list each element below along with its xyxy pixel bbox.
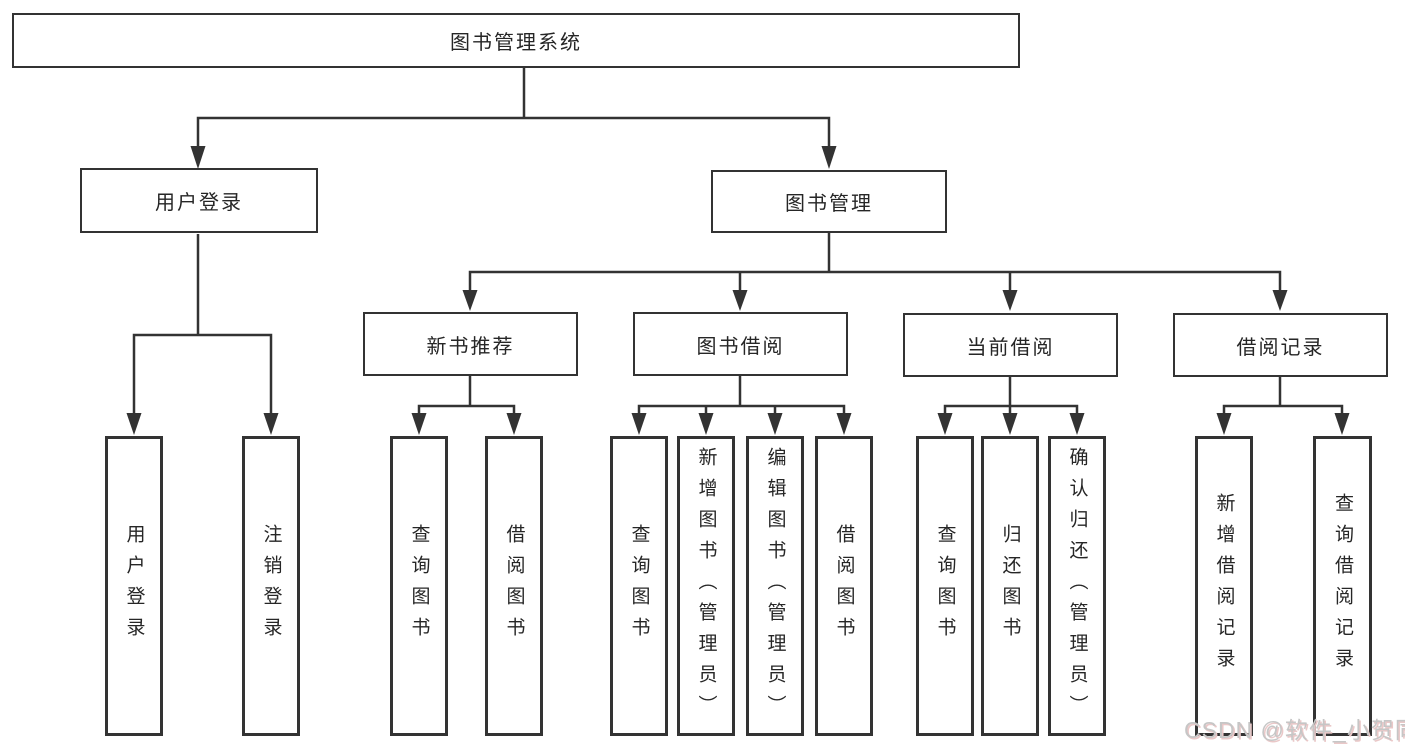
node-label: 查询借阅记录 <box>1332 493 1353 679</box>
leaf-borrow-books: 借阅图书 <box>815 436 873 736</box>
node-label: 用户登录 <box>155 192 243 214</box>
node-borrow-record: 借阅记录 <box>1173 313 1388 377</box>
node-label: 归还图书 <box>999 524 1021 648</box>
node-label: 注销登录 <box>260 524 282 648</box>
leaf-borrow-books-recommend: 借阅图书 <box>485 436 543 736</box>
leaf-edit-books-admin: 编辑图书（管理员） <box>746 436 804 736</box>
node-root: 图书管理系统 <box>12 13 1020 68</box>
node-label: 当前借阅 <box>966 336 1055 359</box>
node-user-login: 用户登录 <box>80 168 318 233</box>
node-label: 查询图书 <box>408 524 430 648</box>
node-label: 查询图书 <box>934 524 956 648</box>
node-label: 确认归还（管理员） <box>1066 446 1088 726</box>
node-label: 编辑图书（管理员） <box>764 446 786 726</box>
node-label: 图书管理系统 <box>450 32 582 54</box>
leaf-query-borrow-record: 查询借阅记录 <box>1313 436 1372 736</box>
leaf-add-borrow-record: 新增借阅记录 <box>1195 436 1253 736</box>
csdn-watermark: CSDN @软件_小贺同学 <box>1184 717 1405 743</box>
node-book-borrow: 图书借阅 <box>633 312 848 376</box>
node-label: 用户登录 <box>123 524 145 648</box>
node-new-book-recommend: 新书推荐 <box>363 312 578 376</box>
node-label: 查询图书 <box>628 524 650 648</box>
node-label: 借阅图书 <box>833 524 855 648</box>
node-label: 新增图书（管理员） <box>695 446 717 726</box>
node-current-borrow: 当前借阅 <box>903 313 1118 377</box>
node-label: 图书借阅 <box>696 335 785 358</box>
node-label: 借阅记录 <box>1236 336 1325 359</box>
node-label: 借阅图书 <box>503 524 525 648</box>
leaf-user-login: 用户登录 <box>105 436 163 736</box>
leaf-logout: 注销登录 <box>242 436 300 736</box>
leaf-query-books-current: 查询图书 <box>916 436 974 736</box>
node-book-management: 图书管理 <box>711 170 947 233</box>
leaf-confirm-return-admin: 确认归还（管理员） <box>1048 436 1106 736</box>
node-label: 图书管理 <box>785 193 873 215</box>
leaf-query-books-recommend: 查询图书 <box>390 436 448 736</box>
leaf-query-books-borrow: 查询图书 <box>610 436 668 736</box>
node-label: 新书推荐 <box>426 335 515 358</box>
leaf-return-books: 归还图书 <box>981 436 1039 736</box>
leaf-add-books-admin: 新增图书（管理员） <box>677 436 735 736</box>
node-label: 新增借阅记录 <box>1213 493 1235 679</box>
